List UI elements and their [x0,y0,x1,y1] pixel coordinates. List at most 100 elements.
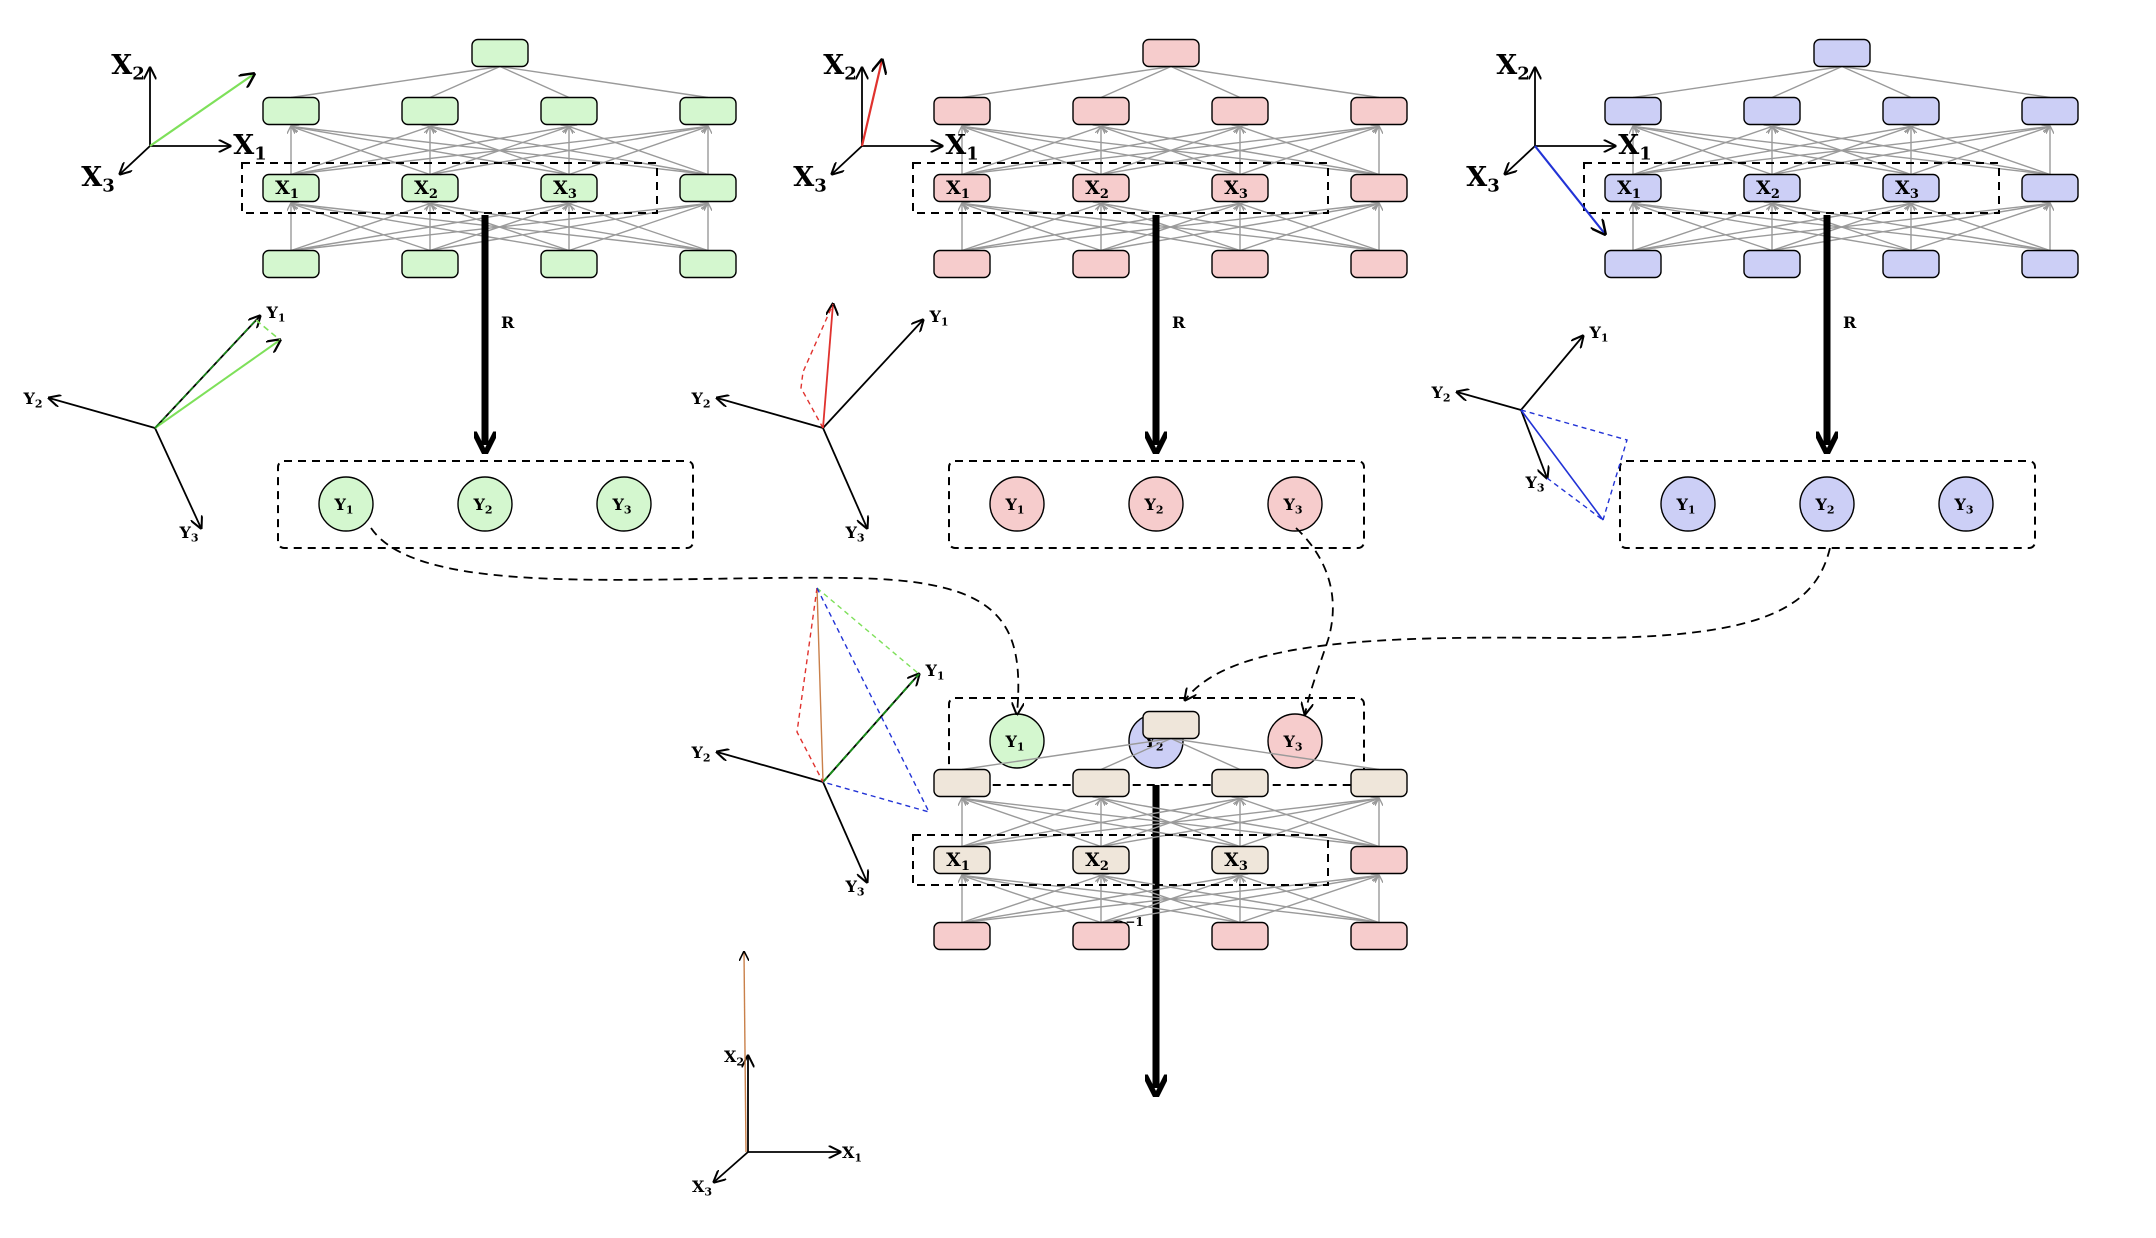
connection-line [1633,204,1912,252]
neuron-node [401,173,459,203]
y2-axis-label: Y2 [690,389,710,410]
y1-axis [1520,336,1583,411]
connection-line [962,876,1380,924]
neuron-node [1350,768,1408,798]
y1-axis-label: Y1 [928,307,948,328]
connection-line [499,65,570,99]
connection-line [1240,799,1380,848]
connection-line [291,127,570,176]
connection-line [430,204,709,252]
connection-line [1633,204,2051,252]
neuron-node [262,173,320,203]
output-neuron-label: Y3 [611,495,631,516]
transfer-curve-red [1295,527,1334,714]
output-neuron-circle [989,476,1045,532]
rotation-label: R [501,313,515,332]
connection-line [962,204,1241,252]
output-neuron-label: Y1 [1004,495,1024,516]
neuron-node [1350,921,1408,951]
y2-axis-label: Y2 [690,743,710,764]
neuron-node [679,173,737,203]
data-vector [860,60,882,147]
y2-axis [1457,392,1522,411]
connection-line [291,127,709,176]
data-vector [154,340,280,429]
x3-axis-label: X3 [81,162,114,196]
neuron-node [1211,845,1269,875]
y3-axis-label: Y3 [844,523,864,544]
neuron-node [1604,96,1662,126]
y3-axis [154,427,201,528]
connection-line [1170,737,1241,771]
connection-line [1170,65,1241,99]
output-neuron-label: Y3 [1953,495,1973,516]
input-feature-label: X1 [275,177,299,202]
projection-line [255,319,281,341]
y3-axis [822,781,867,882]
connection-line [291,127,431,176]
result-feature-label: X3 [1224,849,1248,874]
neuron-node [1882,249,1940,279]
output-box [1619,460,2036,549]
neuron-node [933,921,991,951]
rotation-label: R [1172,313,1186,332]
connection-line [1772,127,2051,176]
connection-line [1841,65,2051,99]
combined-output-label: Y1 [1004,732,1024,753]
connection-line [291,204,431,252]
neuron-node [1350,96,1408,126]
output-neuron-label: Y1 [1675,495,1695,516]
connection-line [1633,127,2051,176]
connection-line [1771,65,1843,99]
projection-line [154,319,257,429]
output-neuron-node [1142,38,1200,68]
neuron-node [1350,845,1408,875]
neuron-node [540,96,598,126]
output-neuron-label: Y2 [1143,495,1163,516]
input-feature-label: X2 [414,177,438,202]
projection-line [800,303,834,429]
connection-line [962,127,1380,176]
projection-line [816,587,931,814]
connection-line [291,204,709,252]
neuron-node [679,96,737,126]
x3-axis [1505,145,1536,174]
result-vector [744,952,746,1153]
x2-axis-label: X2 [724,1047,744,1068]
x1-axis-label: X1 [945,130,978,164]
neuron-node [933,845,991,875]
rotation-label: R [1843,313,1857,332]
output-neuron-circle [318,476,374,532]
connection-line [962,799,1102,848]
connection-line [1100,737,1172,771]
connection-line [499,65,709,99]
y1-axis-label: Y1 [265,303,285,324]
neuron-node [679,249,737,279]
output-neuron-circle [1938,476,1994,532]
neuron-node [540,249,598,279]
output-neuron-label: Y2 [472,495,492,516]
neuron-node [262,249,320,279]
x1-axis-label: X1 [1618,130,1651,164]
neuron-node [1350,173,1408,203]
neuron-node [933,768,991,798]
neuron-node [1882,96,1940,126]
connection-line [962,204,1380,252]
connection-line [569,127,709,176]
y3-axis [1520,409,1547,478]
connection-line [1170,737,1380,771]
neuron-node [1743,96,1801,126]
neuron-node [1604,173,1662,203]
output-neuron-circle [1267,476,1323,532]
y1-axis [822,320,923,429]
